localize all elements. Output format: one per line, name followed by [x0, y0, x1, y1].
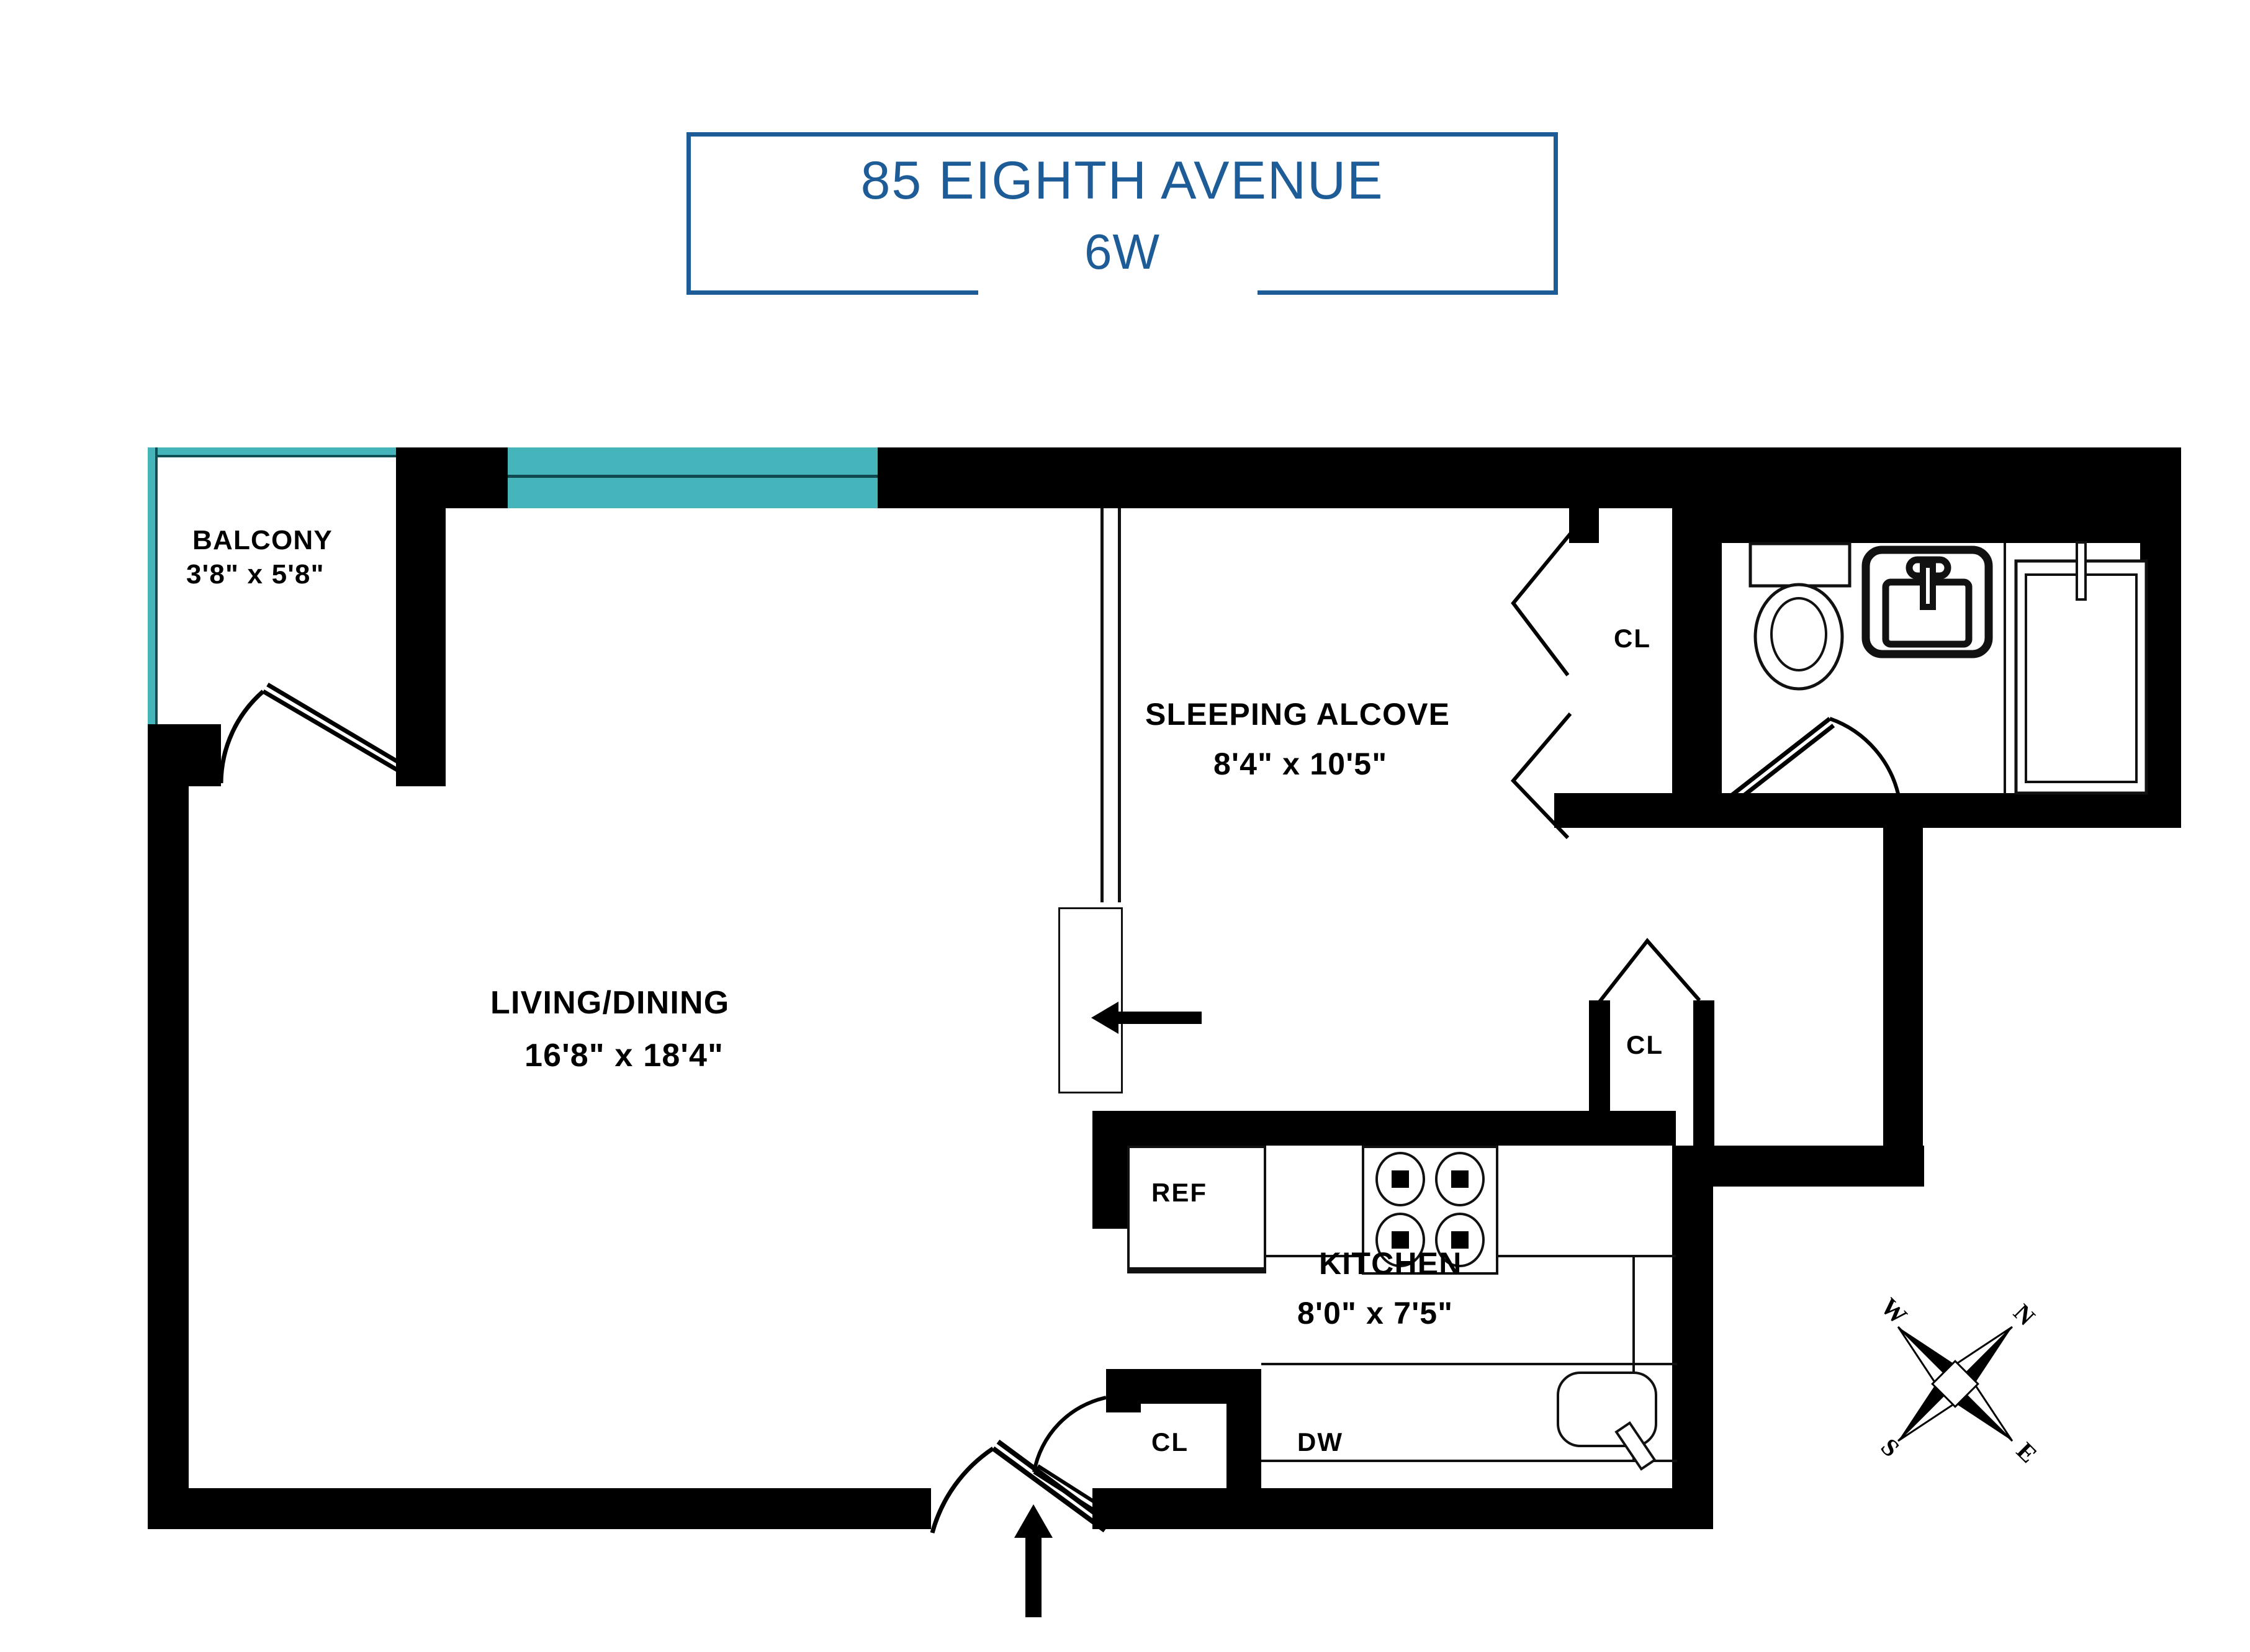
sliding-door-leaf [1058, 907, 1123, 1093]
building-address: 85 EIGHTH AVENUE [860, 151, 1384, 210]
wall-south-living [148, 1488, 931, 1529]
entry-closet-door [1024, 1384, 1167, 1533]
title-border-right [1554, 132, 1558, 295]
kitchen-counter-edge-south [1261, 1363, 1677, 1365]
bathtub-icon [2014, 541, 2149, 795]
bathroom-sink-icon [1861, 545, 1993, 658]
wall-hall-closet-west [1589, 1000, 1610, 1146]
pocket-door-track-left [1100, 508, 1104, 902]
wall-balcony-east [396, 447, 446, 786]
toilet-icon [1744, 540, 1862, 701]
wall-entry-closet-west [1106, 1369, 1141, 1412]
room-label-living-dining: LIVING/DINING [490, 985, 730, 1021]
room-label-sleeping-alcove: SLEEPING ALCOVE [1145, 697, 1451, 732]
title-border-left [686, 132, 691, 295]
closet-label-hall: CL [1626, 1030, 1663, 1059]
room-dimensions-sleeping-alcove: 8'4" x 10'5" [1213, 747, 1388, 781]
balcony-railing-left-line [155, 447, 158, 724]
room-dimensions-kitchen: 8'0" x 7'5" [1297, 1296, 1454, 1331]
closet-alcove-bifold-door-lower [1477, 712, 1608, 850]
kitchen-counter-edge-lower [1261, 1460, 1677, 1462]
balcony-railing-left [148, 447, 155, 724]
compass-north-label: N [2008, 1298, 2040, 1331]
living-room-window-mullion [508, 475, 878, 478]
kitchen-sink-icon [1554, 1362, 1673, 1471]
wall-hall-closet-east [1693, 1000, 1714, 1146]
closet-label-entry: CL [1151, 1427, 1189, 1457]
wall-alcove-closet-north-nib [1569, 500, 1599, 543]
wall-entry-threshold [1092, 1488, 1261, 1529]
living-room-window-glazing [508, 447, 878, 508]
unit-number: 6W [1084, 224, 1160, 279]
title-border-bottom-left [686, 290, 978, 295]
wall-bathroom-south [1722, 793, 2181, 828]
closet-hall-bifold-door [1589, 931, 1719, 1012]
room-dimensions-living-dining: 16'8" x 18'4" [524, 1038, 724, 1074]
wall-kitchen-north [1092, 1111, 1676, 1146]
closet-label-alcove: CL [1614, 624, 1651, 653]
balcony-door [180, 621, 416, 794]
room-label-kitchen: KITCHEN [1319, 1246, 1462, 1281]
compass-east-label: E [2011, 1437, 2043, 1468]
bathroom-door [1713, 707, 1912, 838]
refrigerator-door-line [1127, 1268, 1266, 1273]
title-border-bottom-right [1258, 290, 1558, 295]
appliance-label-refrigerator: REF [1151, 1178, 1207, 1207]
cooktop-icon [1362, 1146, 1498, 1275]
wall-north-bathroom [1722, 447, 2181, 543]
balcony-railing-top [148, 447, 396, 455]
room-dimensions-balcony: 3'8" x 5'8" [186, 559, 325, 590]
slider-arrow [1080, 993, 1204, 1043]
bathroom-partition-line [2004, 543, 2006, 794]
closet-alcove-bifold-door [1477, 532, 1608, 720]
compass-rose: N E S W [1843, 1272, 2067, 1496]
pocket-door-track-right [1118, 508, 1121, 902]
title-border-top [686, 132, 1558, 137]
wall-alcove-closet-jog [1554, 793, 1589, 828]
wall-west-exterior [148, 724, 189, 1529]
wall-alcove-east [1672, 508, 1722, 828]
wall-hall-south-jog [1672, 1146, 1924, 1187]
room-label-balcony: BALCONY [192, 525, 333, 555]
compass-west-label: W [1875, 1292, 1912, 1329]
appliance-label-dishwasher: DW [1297, 1427, 1343, 1457]
wall-north-living-right [878, 447, 1722, 508]
wall-east-kitchen [1672, 1180, 1713, 1529]
wall-south-kitchen [1261, 1488, 1713, 1529]
refrigerator-outline [1127, 1146, 1266, 1270]
title-block: 85 EIGHTH AVENUE 6W [686, 132, 1558, 295]
balcony-railing-top-line [148, 455, 396, 457]
entry-arrow [1006, 1502, 1061, 1620]
kitchen-counter-edge-east [1632, 1255, 1635, 1460]
wall-kitchen-west [1092, 1111, 1127, 1229]
wall-corridor-east [1883, 828, 1923, 1149]
